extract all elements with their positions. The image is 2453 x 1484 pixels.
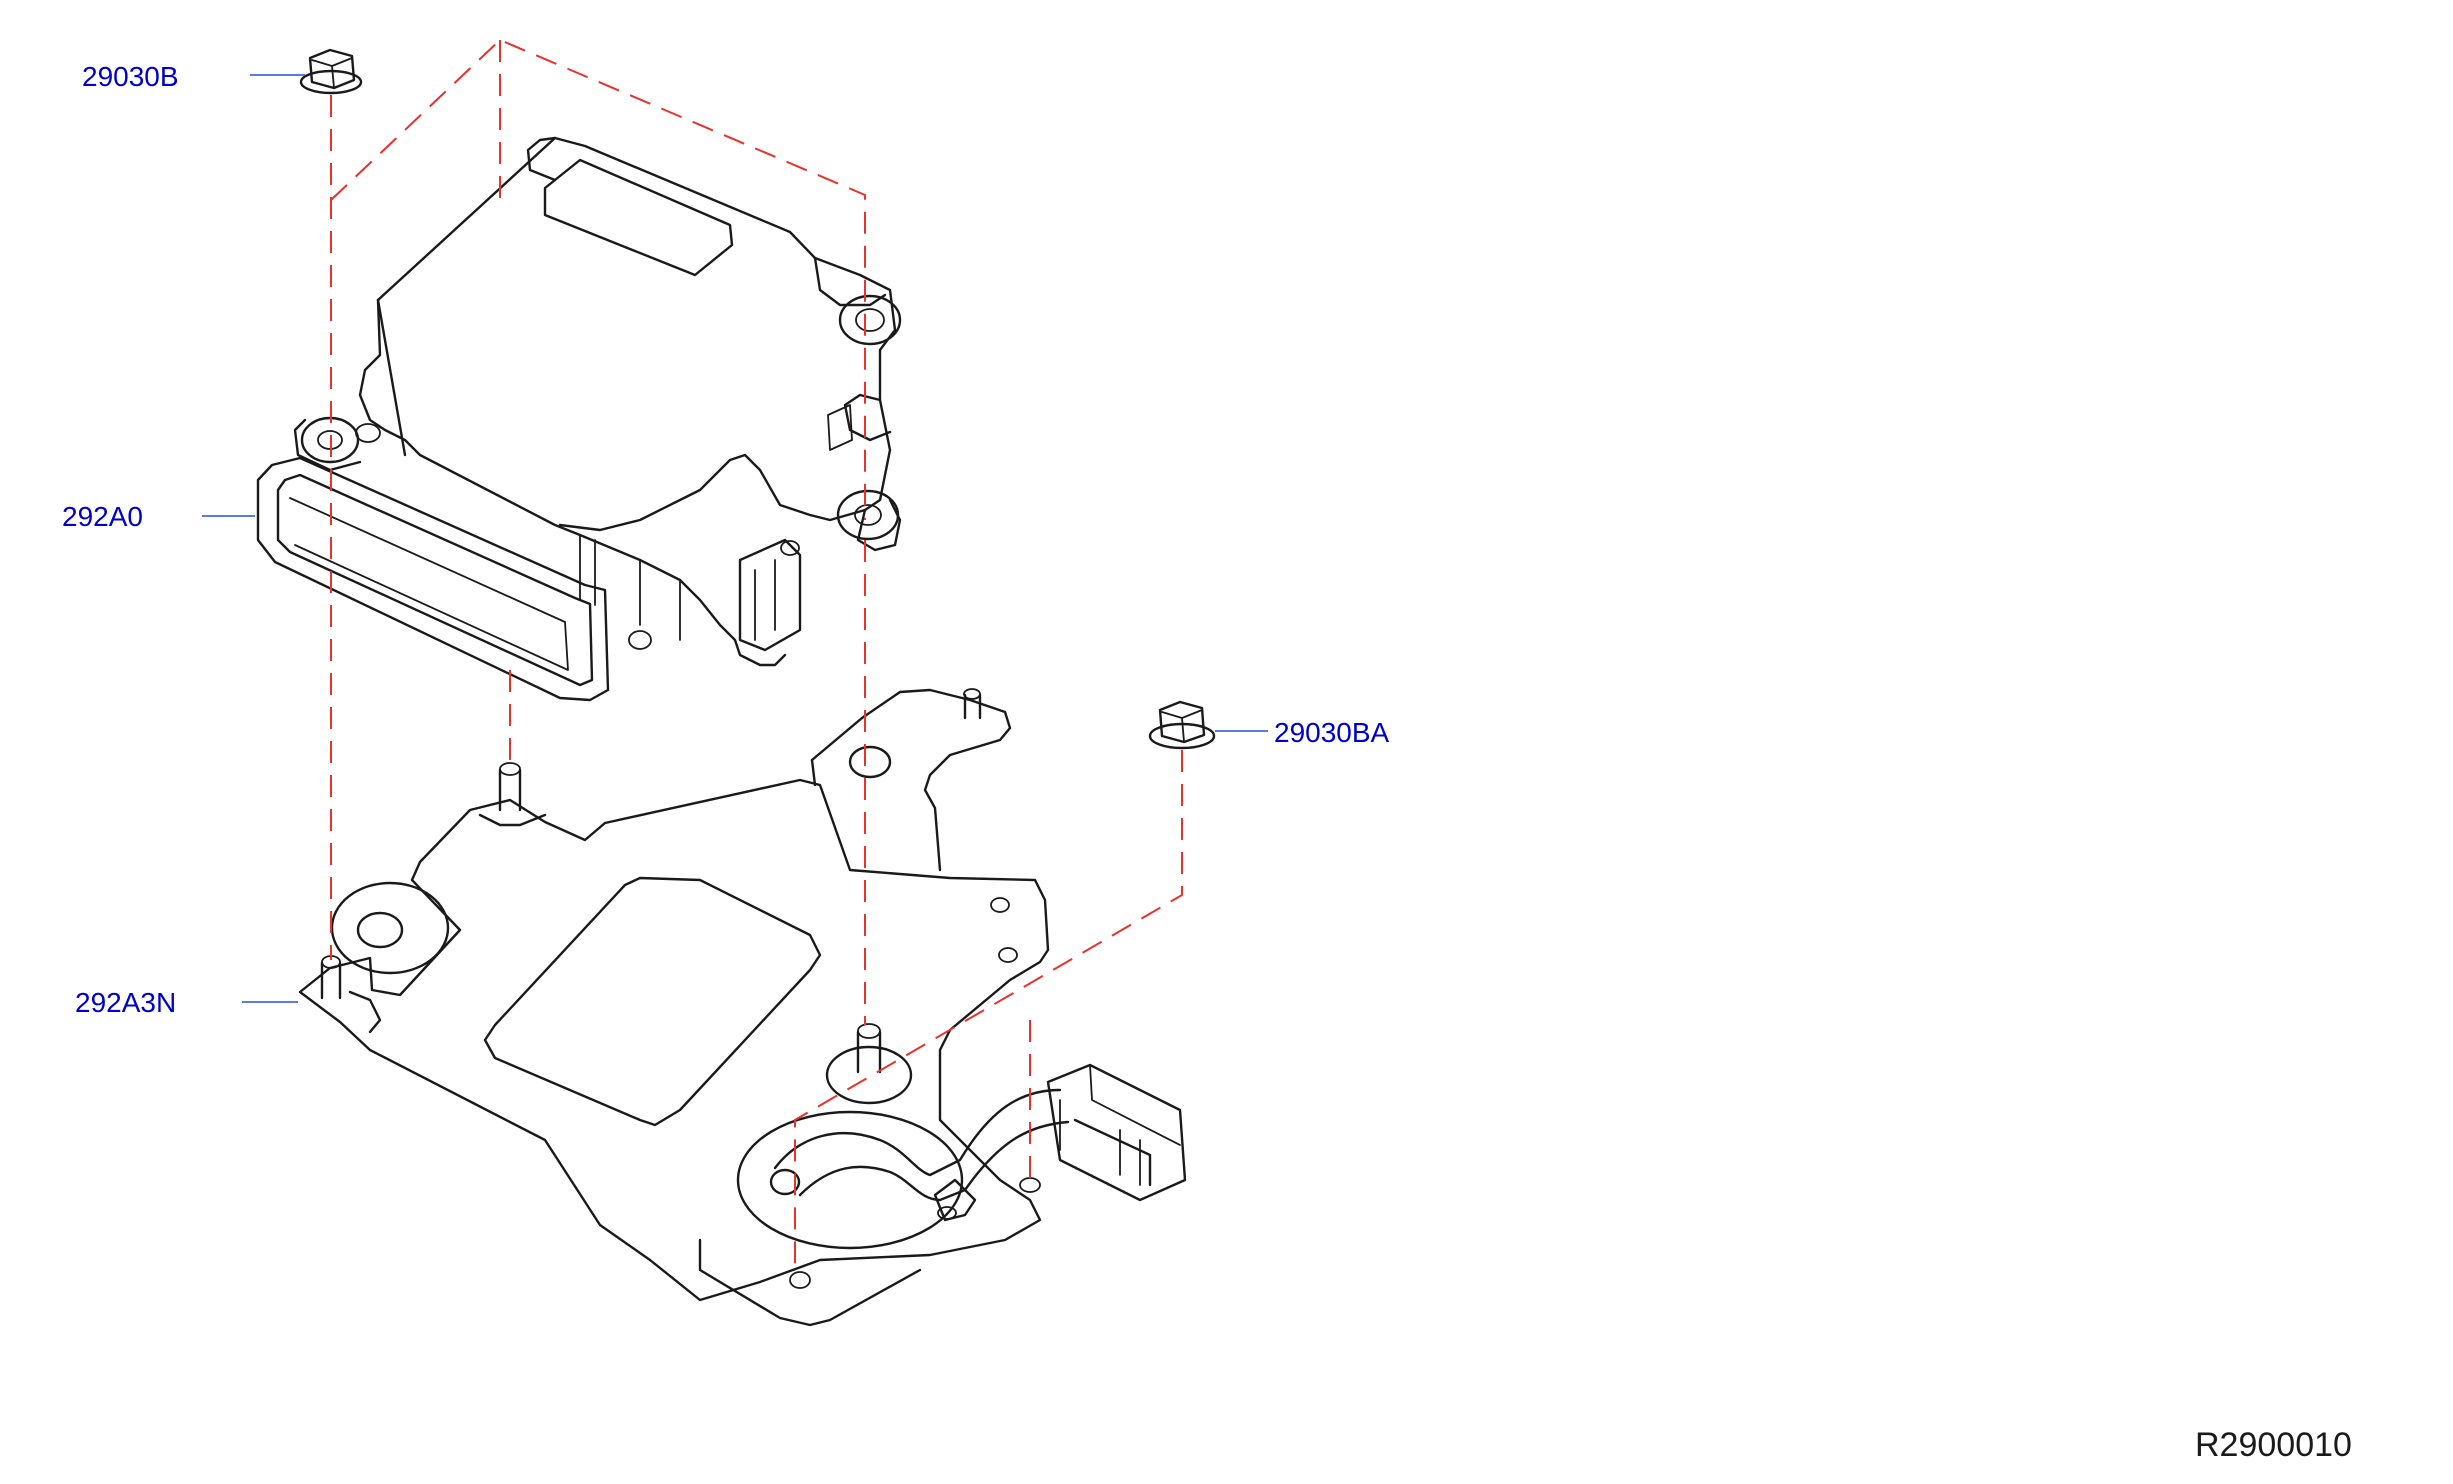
nut-top xyxy=(299,48,363,95)
nut-right xyxy=(1148,700,1216,750)
dash-module-outline xyxy=(330,38,866,520)
reference-code: R2900010 xyxy=(2195,1426,2352,1464)
dash-nut-right-to-bracket xyxy=(794,750,1183,1275)
callout-292A3N: 292A3N xyxy=(75,987,176,1018)
callout-29030B: 29030B xyxy=(82,61,179,92)
mounting-bracket xyxy=(298,688,1050,1327)
leader-lines xyxy=(202,74,1268,1003)
module-gasket xyxy=(256,456,610,702)
callout-29030BA: 29030BA xyxy=(1274,717,1390,748)
assembly-dash-lines xyxy=(330,38,1183,1275)
wire-harness xyxy=(769,1063,1187,1222)
control-module xyxy=(293,136,902,667)
callout-292A0: 292A0 xyxy=(62,501,143,532)
